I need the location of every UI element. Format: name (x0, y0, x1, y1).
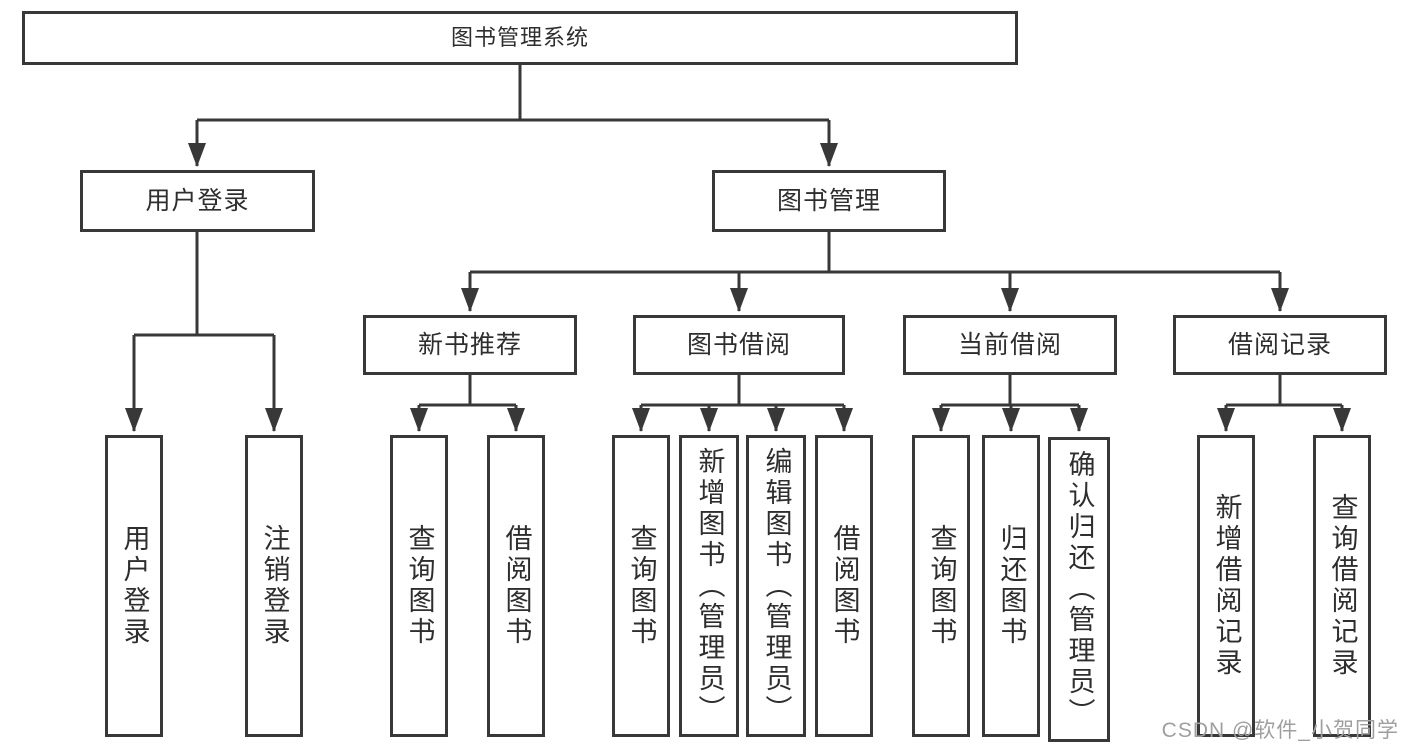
branch-book-borrowing (632, 375, 853, 432)
branch-user-login (125, 232, 283, 432)
branch-new-book-recommend (410, 375, 525, 432)
node-book-borrowing: 图书借阅 (633, 315, 845, 375)
leaf-borrow-books-recommend: 借阅图书 (487, 435, 545, 737)
leaf-add-books-admin: 新增图书（管理员） (679, 435, 739, 737)
leaf-query-borrow-record: 查询借阅记录 (1313, 435, 1371, 737)
node-new-book-recommend: 新书推荐 (363, 315, 577, 375)
leaf-query-books-borrowing: 查询图书 (612, 435, 670, 737)
leaf-confirm-return-admin: 确认归还（管理员） (1048, 437, 1110, 742)
leaf-edit-books-admin: 编辑图书（管理员） (746, 435, 806, 737)
leaf-query-books-current: 查询图书 (912, 435, 970, 737)
csdn-watermark: CSDN @软件_小贺同学 (1161, 719, 1399, 742)
leaf-return-books: 归还图书 (982, 435, 1040, 737)
leaf-query-books-recommend: 查询图书 (390, 435, 448, 737)
leaf-logout-login: 注销登录 (245, 435, 303, 737)
branch-borrowing-records (1217, 375, 1351, 432)
node-current-borrowing: 当前借阅 (903, 315, 1117, 375)
node-book-management-system: 图书管理系统 (22, 11, 1018, 65)
node-user-login: 用户登录 (80, 170, 315, 232)
node-book-management: 图书管理 (712, 170, 946, 232)
branch-current-borrowing (932, 375, 1088, 432)
leaf-user-login: 用户登录 (105, 435, 163, 737)
node-borrowing-records: 借阅记录 (1173, 315, 1387, 375)
leaf-borrow-books: 借阅图书 (815, 435, 873, 737)
leaf-add-borrow-record: 新增借阅记录 (1197, 435, 1255, 737)
branch-root (188, 65, 838, 167)
branch-book-management (461, 232, 1289, 312)
